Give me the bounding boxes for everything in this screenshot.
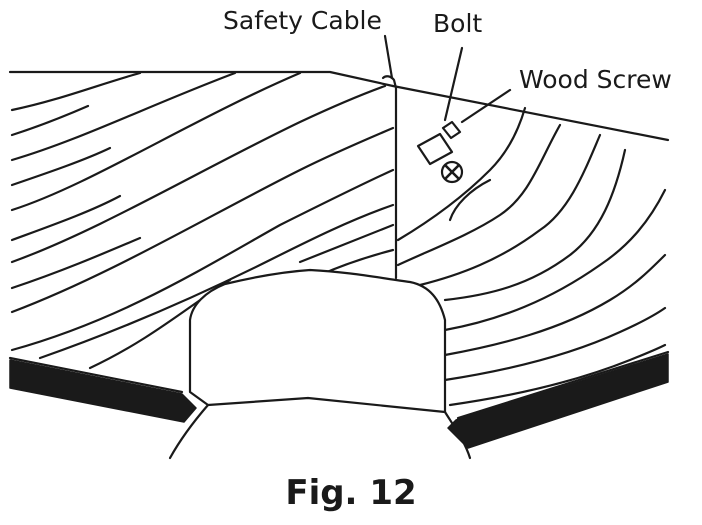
ceiling-top-edge-left — [8, 70, 395, 88]
safety-cable — [381, 75, 398, 90]
band-left-fill — [9, 359, 197, 423]
label-safety-cable: Safety Cable — [223, 6, 382, 35]
right-wood-grain — [396, 106, 667, 422]
wood-screw-cross-b — [444, 164, 460, 180]
safety-cable-pointer — [383, 34, 394, 80]
bolt-head — [441, 120, 462, 140]
ceiling-top-edge-right — [391, 84, 670, 142]
band-left-top — [8, 356, 184, 394]
band-right-fill — [447, 353, 669, 449]
bolt-block — [416, 132, 454, 166]
band-right-top — [456, 350, 670, 420]
bolt-pointer — [443, 46, 464, 122]
figure-caption: Fig. 12 — [285, 473, 417, 513]
left-wood-grain — [10, 71, 395, 370]
canopy-dome — [188, 268, 447, 414]
canopy-lower-body — [168, 403, 210, 460]
wood-screw-pointer — [460, 88, 512, 124]
label-wood-screw: Wood Screw — [519, 65, 672, 94]
label-bolt: Bolt — [433, 9, 483, 38]
